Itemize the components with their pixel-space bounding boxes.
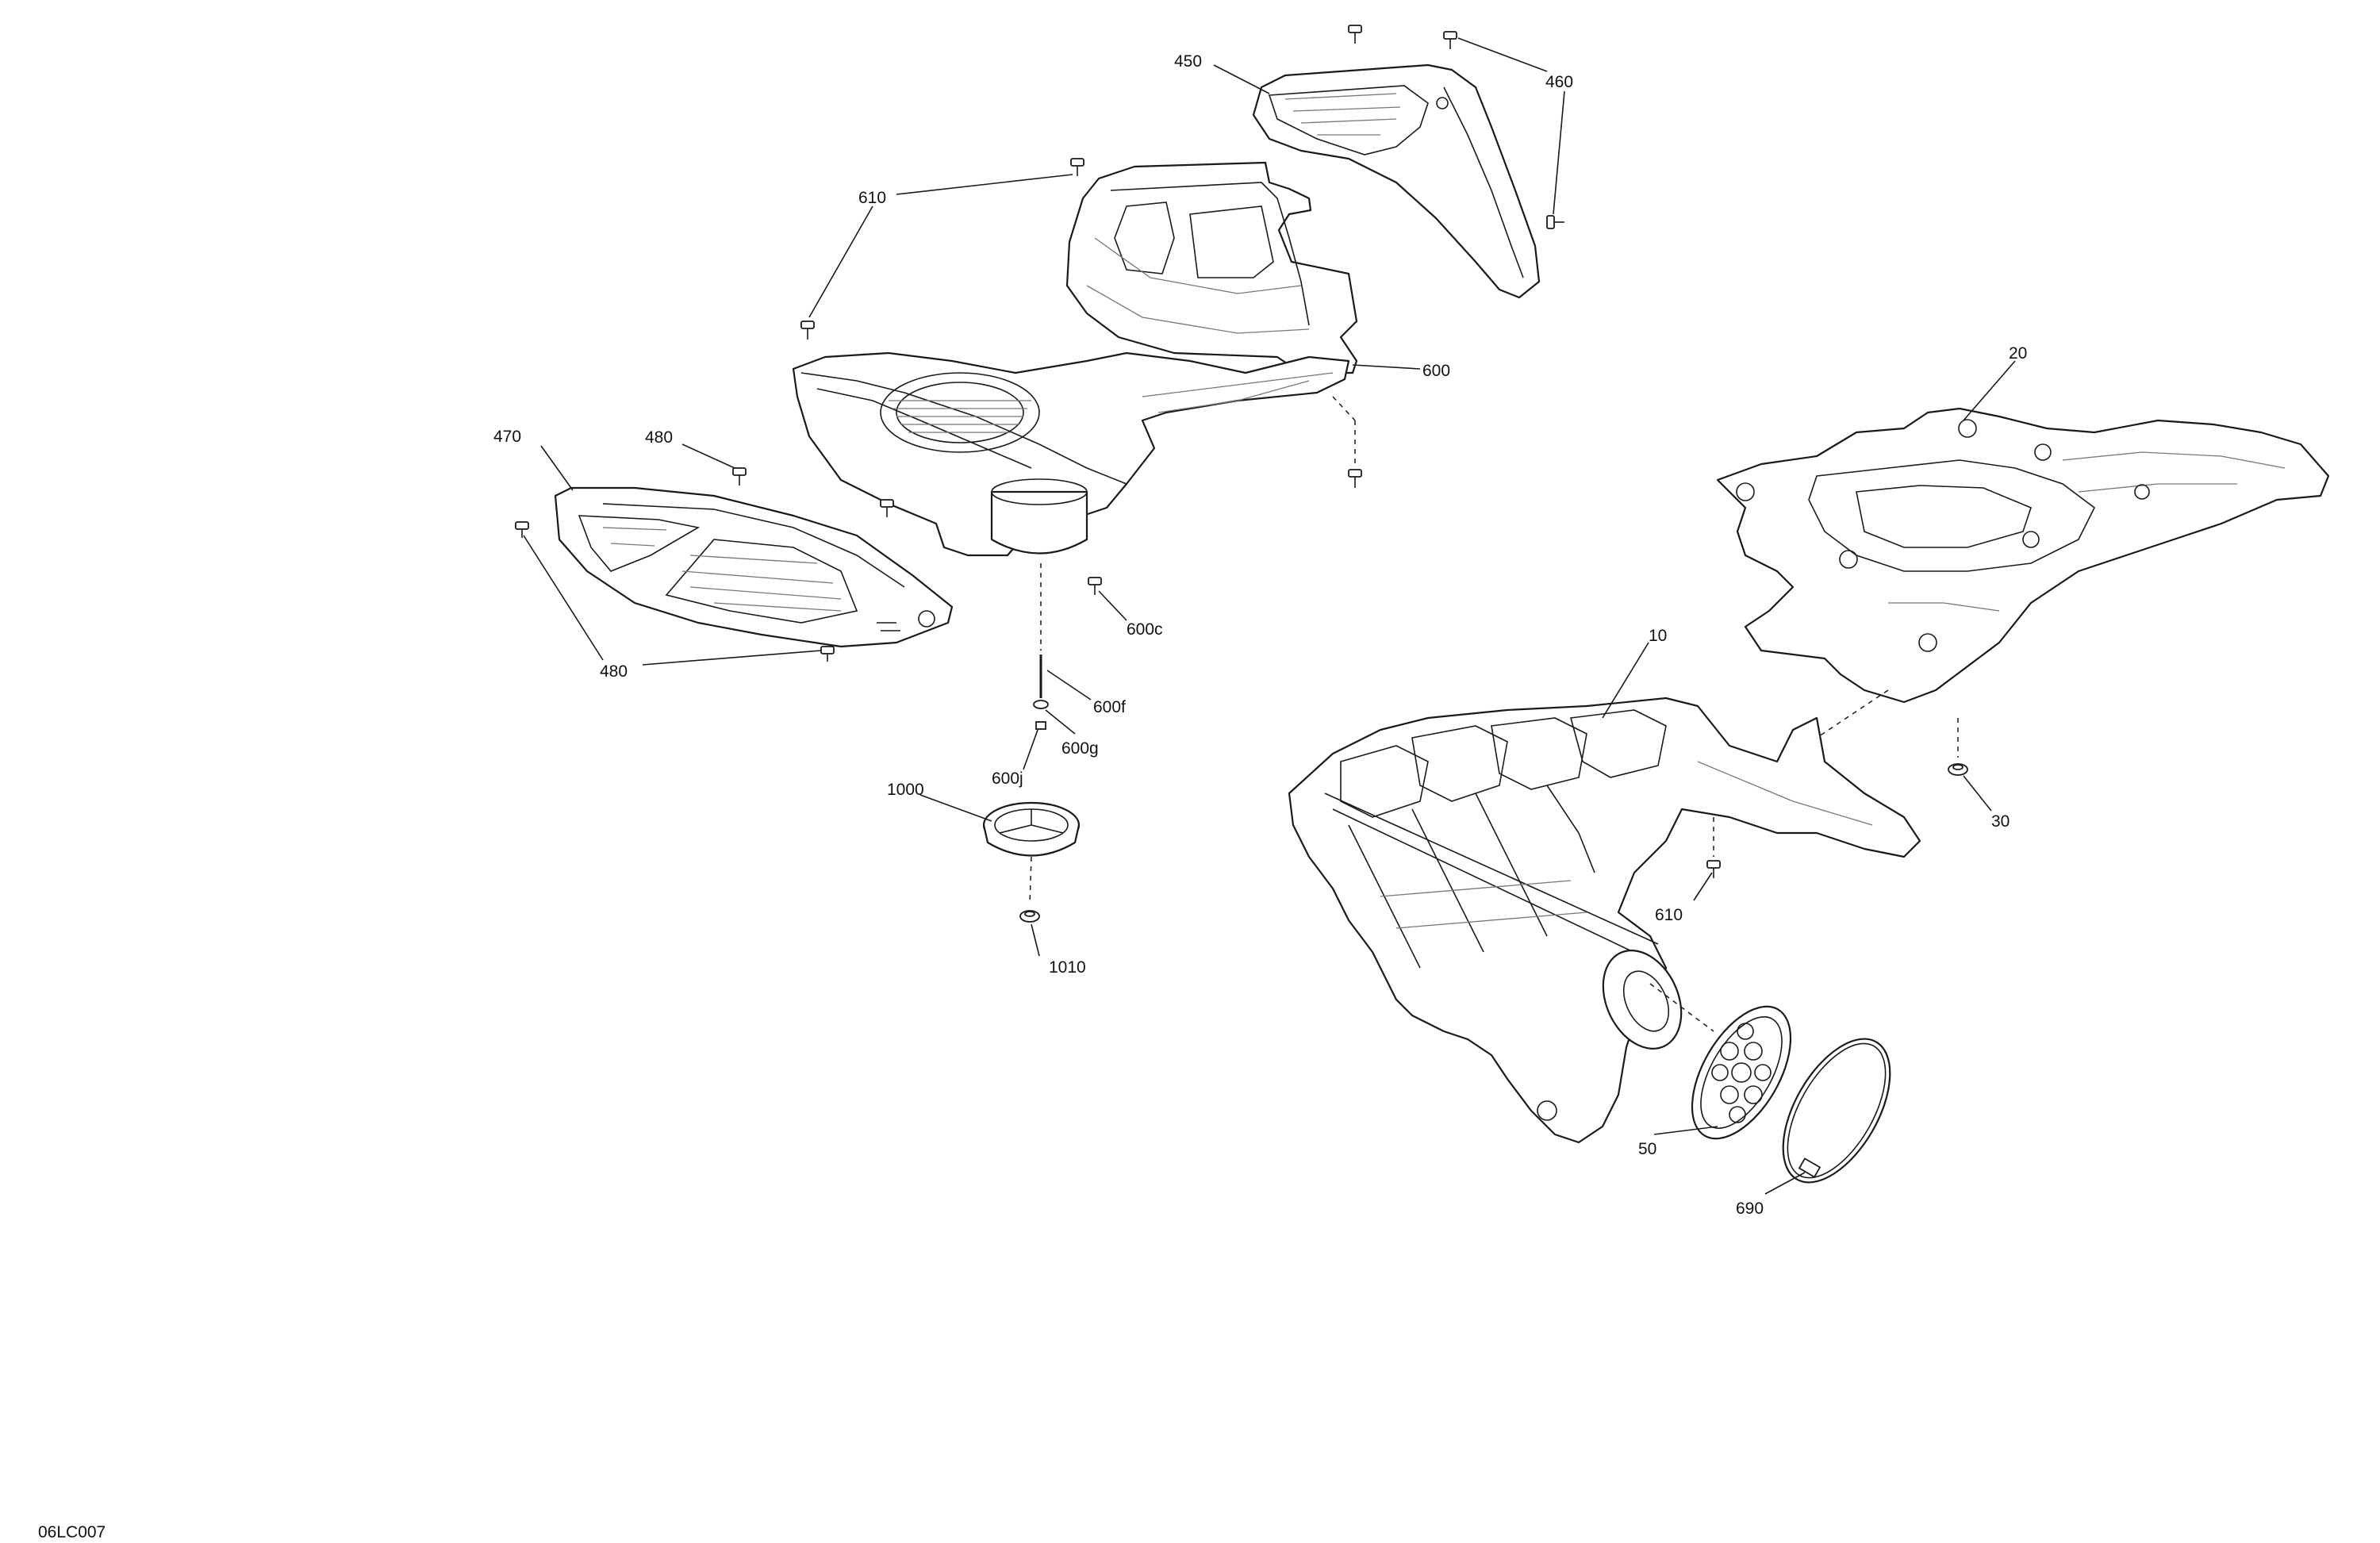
leader-lines [523, 37, 2016, 1195]
callout-450: 450 [1174, 52, 1202, 71]
bolt-480-c [515, 521, 529, 538]
fasteners [515, 25, 1968, 923]
callout-10: 10 [1649, 627, 1667, 645]
callout-600f: 600f [1093, 698, 1126, 716]
callout-690: 690 [1736, 1199, 1764, 1218]
callout-470: 470 [493, 428, 521, 446]
callout-600g: 600g [1061, 739, 1099, 758]
nut-30 [1948, 763, 1968, 776]
bolt-610-right [1706, 860, 1721, 878]
callout-610-top: 610 [858, 189, 886, 207]
callout-30: 30 [1991, 812, 2010, 831]
callout-480-bottom: 480 [600, 662, 628, 681]
callout-20: 20 [2009, 344, 2027, 363]
washer-600g [1033, 700, 1049, 709]
bolt-610-b [800, 320, 815, 340]
bolt-480-b [880, 499, 894, 517]
callout-480-top: 480 [645, 428, 673, 447]
part-470-side-panel-left [554, 486, 954, 648]
bolt-480-a [732, 467, 747, 486]
callout-1000: 1000 [887, 781, 924, 799]
callout-1010: 1010 [1049, 958, 1086, 977]
bolt-460-b [1443, 31, 1457, 49]
part-50-screen-filter [1691, 1005, 1792, 1140]
nut-600j [1035, 721, 1046, 730]
bolt-600c [1088, 577, 1102, 595]
part-690-clamp [1782, 1038, 1891, 1184]
part-450-side-panel-right [1252, 63, 1541, 299]
callout-610-right: 610 [1655, 906, 1683, 924]
drawing-reference-code: 06LC007 [38, 1523, 106, 1541]
bolt-480-d [820, 646, 835, 662]
callout-labels: 450 460 610 600 470 480 480 600c 600f 60… [493, 52, 2027, 1218]
callout-50: 50 [1638, 1140, 1656, 1158]
part-1000-round-cover [982, 801, 1081, 857]
callout-600j: 600j [992, 770, 1023, 788]
bolt-600 [1348, 469, 1362, 488]
callout-600: 600 [1422, 362, 1450, 380]
nut-1010 [1019, 910, 1040, 923]
bolt-610-a [1070, 158, 1084, 176]
callout-600c: 600c [1127, 620, 1163, 639]
bolt-460-c [1546, 215, 1564, 229]
bolt-460-a [1348, 25, 1362, 44]
part-20-heat-shield [1716, 407, 2330, 704]
part-10-intake-manifold [1288, 697, 1921, 1144]
callout-460: 460 [1545, 73, 1573, 91]
assembly-axes [1029, 396, 1959, 1032]
part-600-air-intake-housing [792, 161, 1358, 557]
